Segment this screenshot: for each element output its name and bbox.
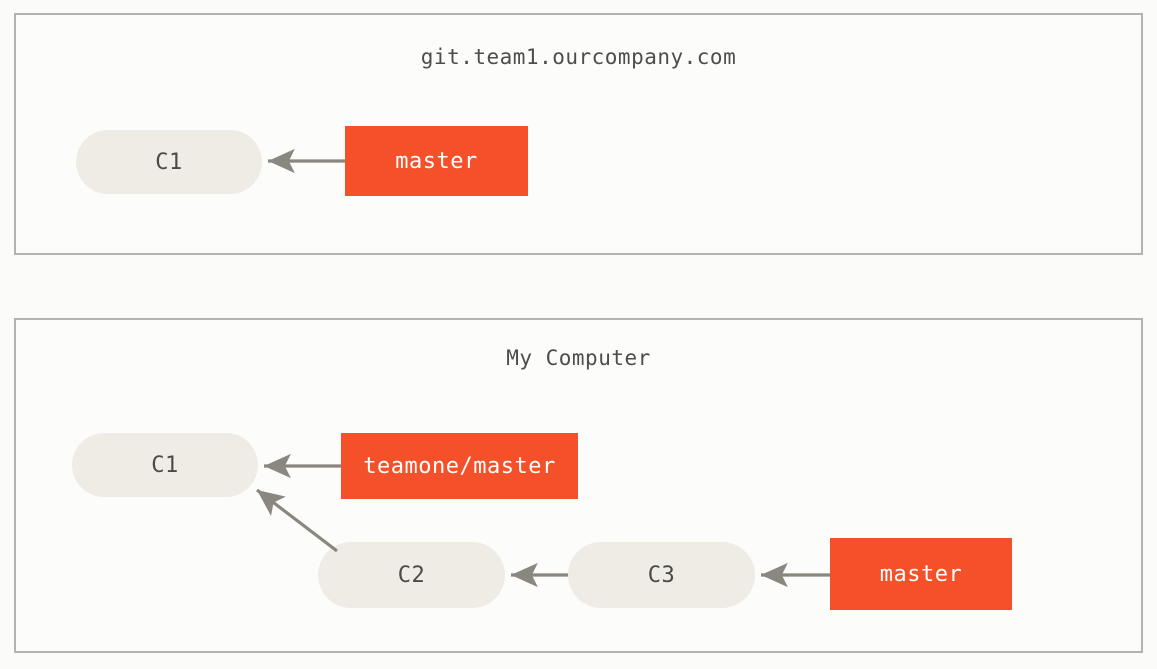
commit-node-c2: C2 (318, 542, 505, 608)
commit-label: C1 (151, 452, 179, 478)
commit-label: C3 (647, 562, 676, 588)
commit-label: C2 (397, 562, 426, 588)
branch-label-text: master (395, 148, 478, 174)
branch-label-teamone-master: teamone/master (341, 433, 578, 499)
panel-local-title: My Computer (506, 346, 651, 370)
commit-label: C1 (155, 149, 183, 175)
commit-node-c3: C3 (568, 542, 755, 608)
branch-label-text: teamone/master (363, 453, 556, 479)
branch-label-text: master (879, 561, 963, 587)
panel-remote-title: git.team1.ourcompany.com (420, 45, 737, 69)
commit-node-c1-remote: C1 (76, 130, 262, 194)
branch-label-master-remote: master (345, 126, 528, 196)
commit-node-c1-local: C1 (72, 433, 258, 497)
branch-label-master-local: master (830, 538, 1012, 610)
